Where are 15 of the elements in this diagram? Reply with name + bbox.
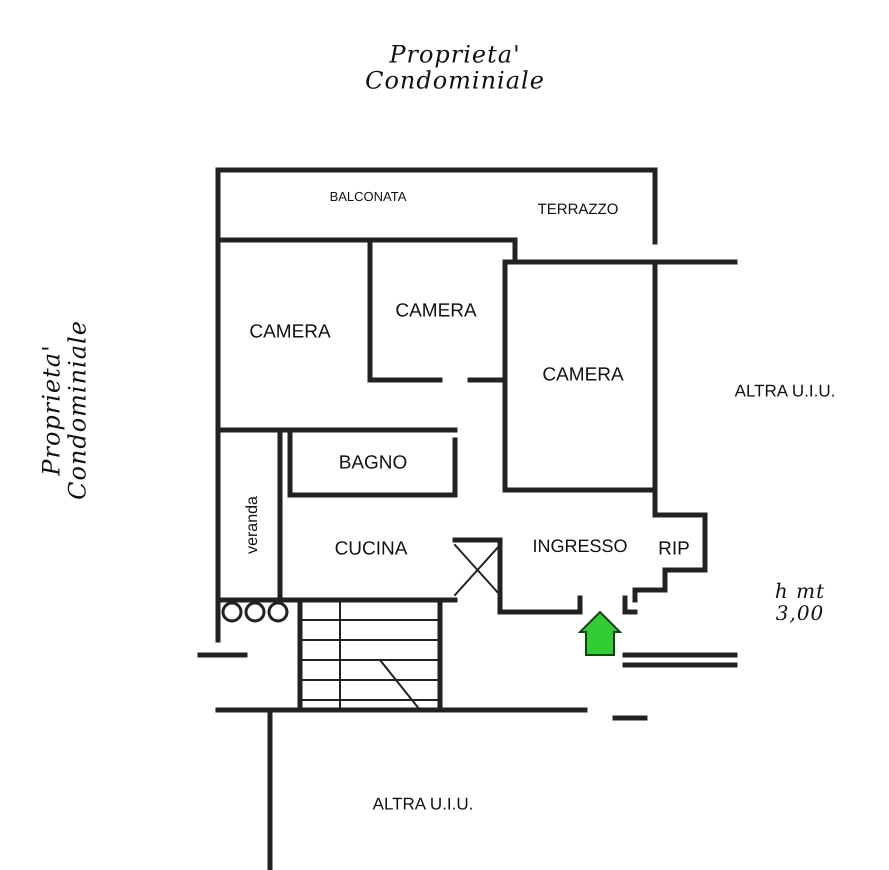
room-label: RIP: [658, 540, 690, 560]
handwritten-note: Proprieta' Condominiale: [38, 319, 92, 502]
room-label: CUCINA: [334, 540, 408, 560]
room-label: BALCONATA: [330, 190, 406, 204]
ceiling-height-note: h mt 3,00: [774, 580, 826, 624]
room-label: INGRESSO: [532, 537, 628, 557]
room-label: BAGNO: [338, 454, 408, 474]
room-label: CAMERA: [542, 366, 624, 386]
handwritten-note: Proprieta' Condominiale: [364, 42, 546, 94]
area-label: ALTRA U.I.U.: [372, 796, 474, 814]
room-label: CAMERA: [249, 322, 331, 344]
room-label: CAMERA: [395, 302, 477, 322]
room-label: TERRAZZO: [538, 202, 618, 218]
area-label: ALTRA U.I.U.: [734, 382, 836, 402]
room-label: veranda: [244, 496, 262, 554]
